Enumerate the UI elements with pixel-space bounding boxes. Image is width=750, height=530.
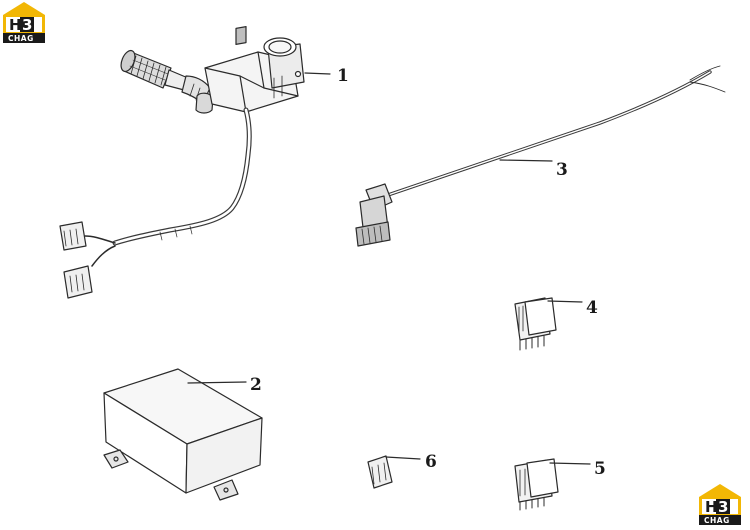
part-3-sensor-cable (355, 65, 726, 247)
brand-logo-top-left: H 3 CHAG (3, 2, 45, 43)
part-6-connector (367, 455, 421, 489)
connector-upper (59, 221, 87, 251)
callout-5: 5 (594, 459, 606, 479)
part-2-control-box (103, 368, 263, 501)
part-5-relay (514, 458, 591, 511)
logo-digit: 3 (22, 16, 32, 34)
switch-clamp-body (204, 26, 305, 113)
connector-lower (63, 265, 93, 299)
logo-subtitle: CHAG (704, 516, 730, 525)
logo-letter: H (9, 16, 22, 34)
logo-subtitle: CHAG (8, 34, 34, 43)
brand-logo-bottom-right: H 3 CHAG (699, 484, 741, 525)
callout-1: 1 (337, 66, 349, 86)
callout-6: 6 (425, 452, 437, 472)
logo-digit: 3 (718, 498, 728, 516)
switch-grip (120, 49, 172, 89)
logo-letter: H (705, 498, 718, 516)
part-1-switch-assembly (59, 26, 331, 299)
callout-2: 2 (250, 375, 262, 395)
callout-3: 3 (556, 160, 568, 180)
callout-4: 4 (586, 298, 598, 318)
part-4-relay (514, 297, 583, 351)
